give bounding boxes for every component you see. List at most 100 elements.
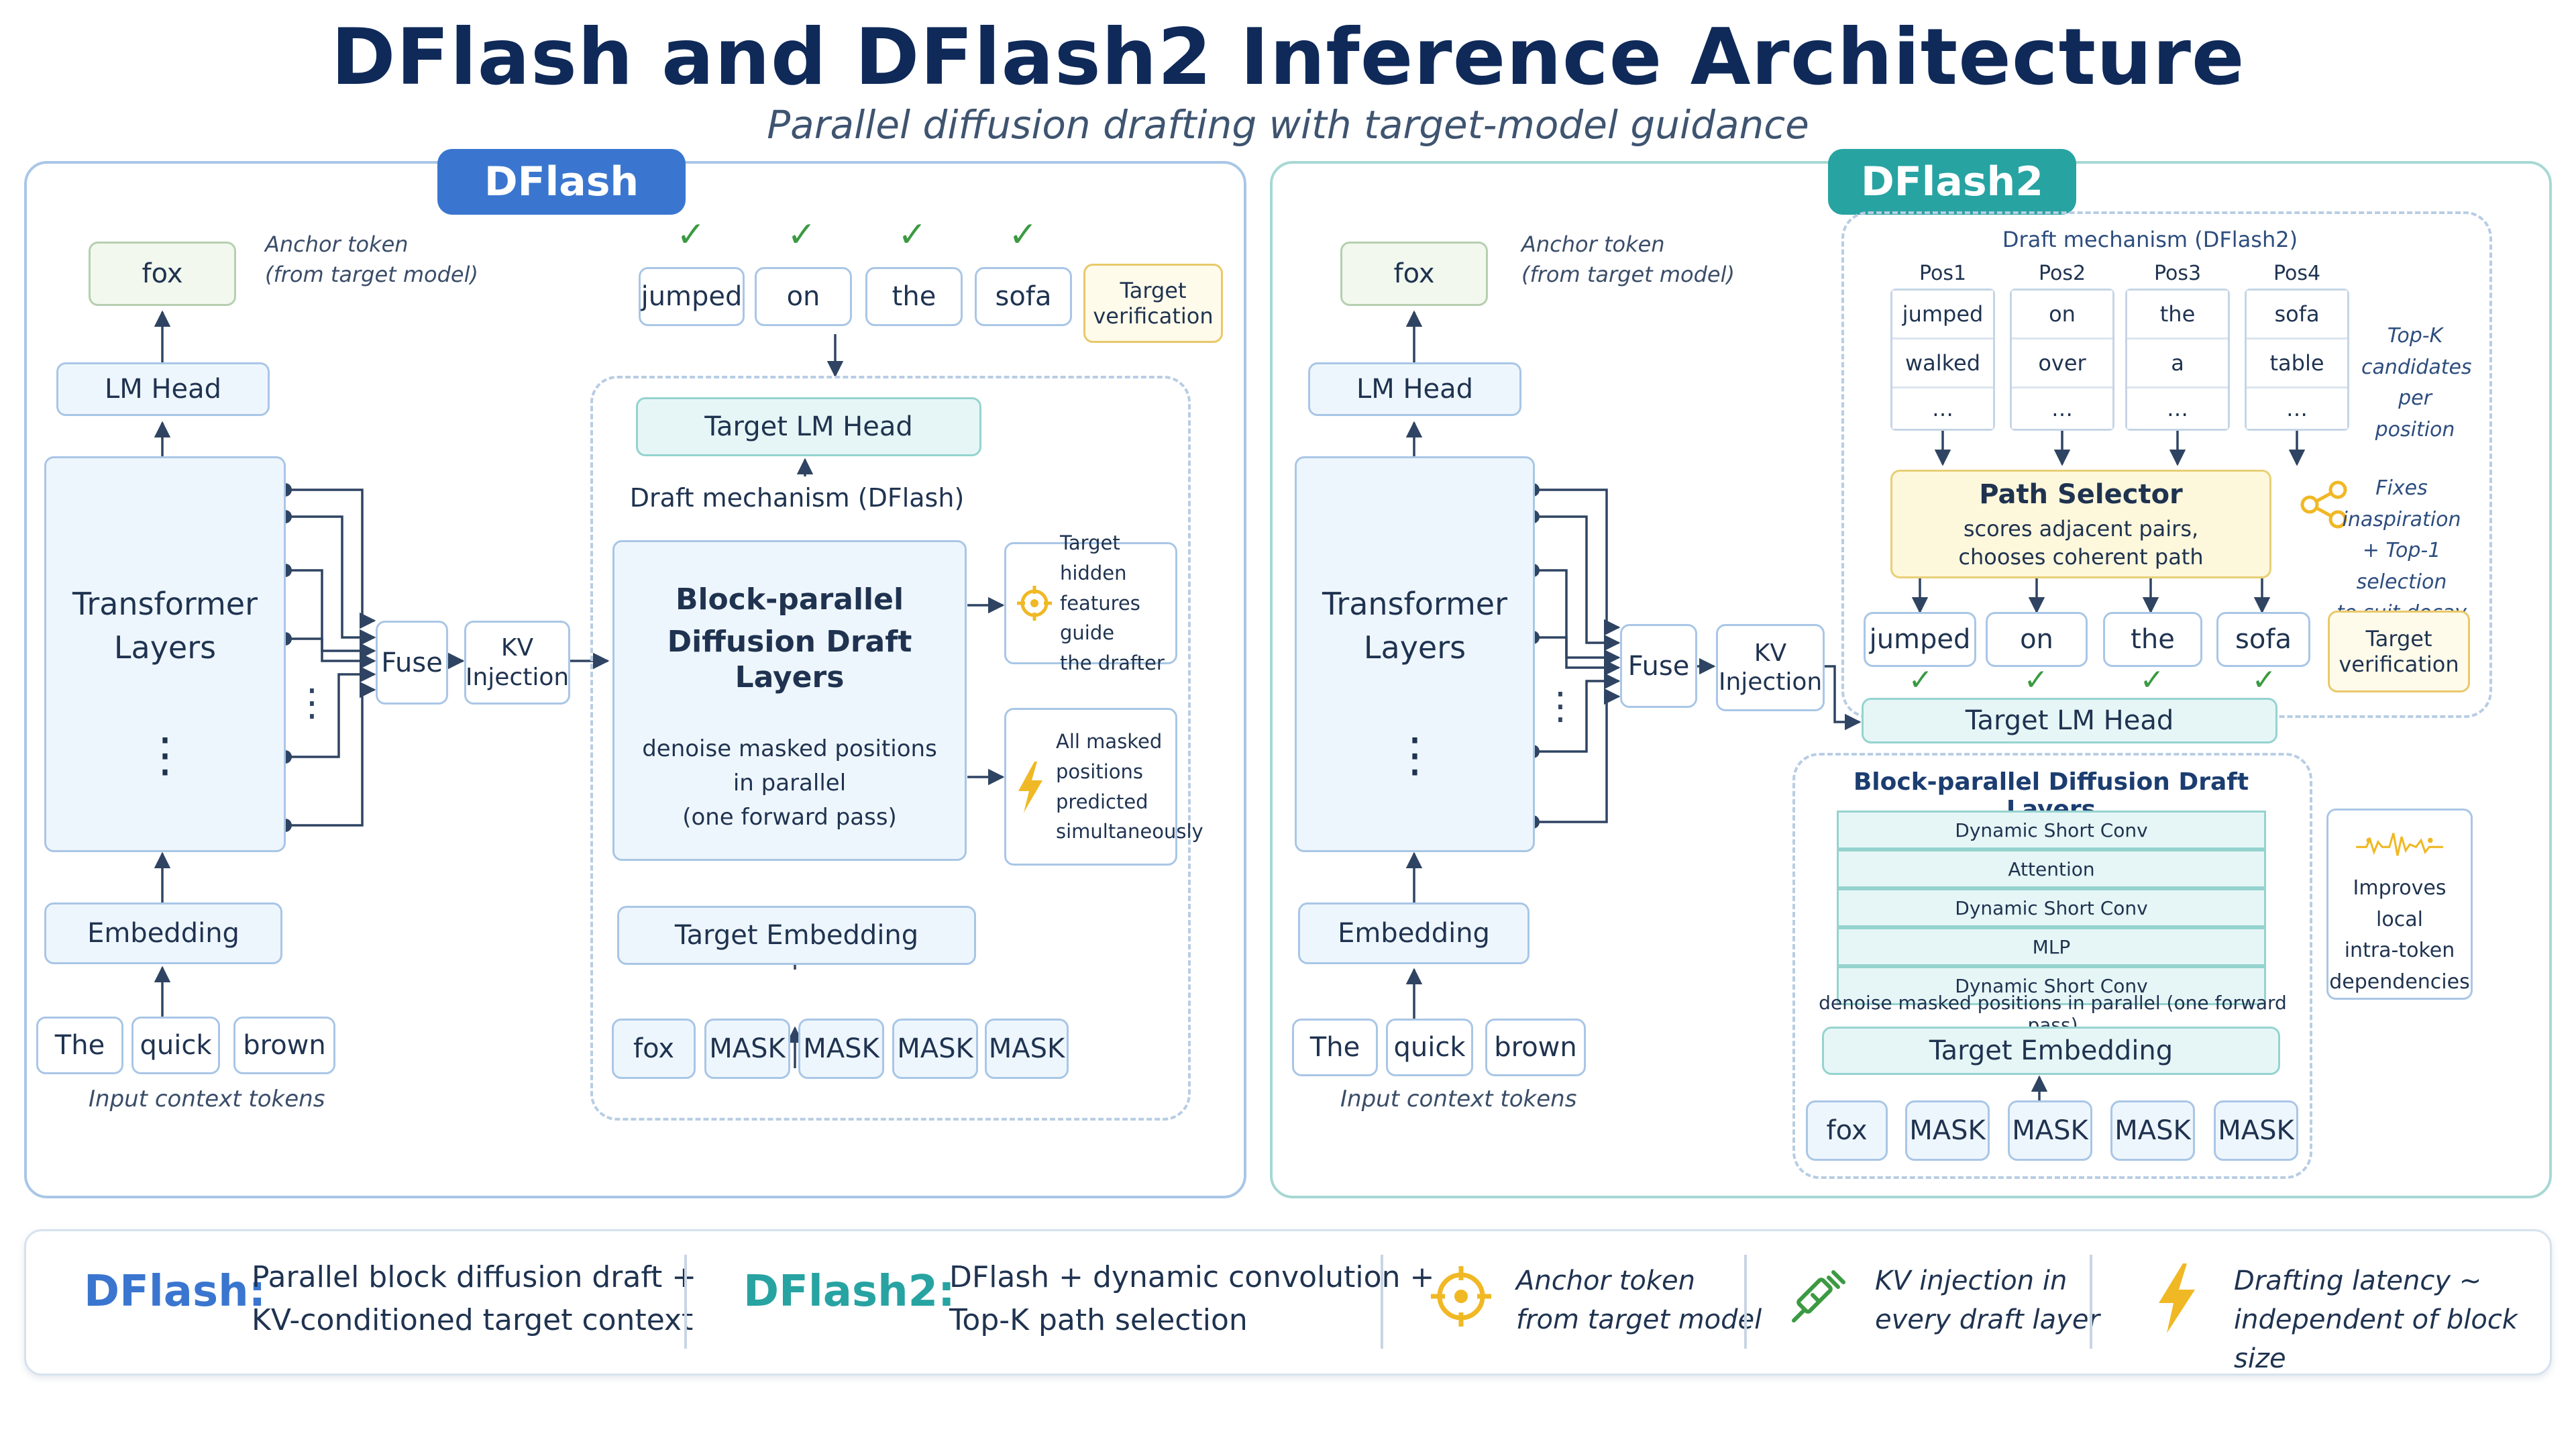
dflash2-candidate-column: on over …	[2010, 289, 2114, 431]
dflash-block-title-line2: Diffusion Draft Layers	[667, 624, 912, 694]
legend-kv-line2: every draft layer	[1875, 1304, 2100, 1335]
page-title: DFlash and DFlash2 Inference Architectur…	[331, 12, 2245, 103]
dflash2-improves-line: Improves local	[2353, 876, 2447, 931]
dflash-kv-line1: KV	[500, 634, 534, 662]
dflash2-candidate: table	[2247, 340, 2347, 389]
dflash-block-desc-line1: denoise masked positions	[642, 735, 937, 763]
path-icon	[2300, 480, 2347, 529]
dflash2-candidate: on	[2012, 291, 2112, 340]
legend-dflash2-line1: DFlash + dynamic convolution +	[949, 1260, 1435, 1294]
dflash2-kv-injection: KV Injection	[1716, 624, 1825, 711]
legend-dflash-label: DFlash:	[84, 1267, 266, 1316]
dflash2-position-label: Pos2	[2038, 262, 2086, 285]
dflash2-position-label: Pos1	[1919, 262, 1967, 285]
dflash-output-token: the	[865, 267, 963, 326]
dflash2-vdots: ⋮	[1391, 727, 1438, 783]
legend-divider	[684, 1255, 687, 1349]
dflash-target-lm-head: Target LM Head	[636, 397, 981, 456]
dflash2-draft-input: MASK	[2008, 1100, 2092, 1161]
dflash-draft-input: MASK	[985, 1019, 1069, 1079]
dflash2-tv-line1: Target	[2365, 625, 2432, 652]
lightning-icon	[2159, 1263, 2195, 1333]
dflash2-check: ✓	[1908, 663, 1933, 697]
dflash2-target-lm-head: Target LM Head	[1862, 698, 2277, 743]
dflash2-input-token: The	[1292, 1019, 1378, 1076]
dflash2-anchor-note-line1: Anchor token	[1521, 231, 1665, 257]
dflash-transformer-line2: Layers	[113, 629, 217, 666]
dflash2-candidate: …	[2127, 389, 2228, 429]
dflash-anchor-note: Anchor token (from target model)	[265, 229, 480, 290]
dflash2-candidate-column: the a …	[2125, 289, 2230, 431]
dflash-lm-head: LM Head	[56, 362, 270, 416]
dflash2-output-token: sofa	[2216, 612, 2310, 667]
dflash2-path-selector-line2: chooses coherent path	[1958, 544, 2204, 570]
dflash2-candidate: the	[2127, 291, 2228, 340]
dflash-block-parallel-layers: Block-parallel Diffusion Draft Layers de…	[612, 540, 967, 861]
dflash-anchor-note-line2: (from target model)	[265, 261, 478, 287]
dflash2-output-token: the	[2103, 612, 2202, 667]
dflash-input-token: quick	[131, 1017, 220, 1074]
dflash2-path-selector-line1: scores adjacent pairs,	[1963, 515, 2199, 541]
dflash2-position-label: Pos3	[2153, 262, 2202, 285]
dflash-input-token: The	[36, 1017, 123, 1074]
dflash2-tv-line2: verification	[2339, 652, 2459, 677]
dflash-fuse: Fuse	[376, 621, 448, 705]
dflash2-layer: Dynamic Short Conv	[1837, 966, 2266, 1005]
dflash-draft-input: MASK	[704, 1019, 790, 1079]
dflash2-position-label: Pos4	[2273, 262, 2321, 285]
dflash2-embedding: Embedding	[1298, 902, 1529, 964]
legend-divider	[1381, 1255, 1383, 1349]
legend-dflash2-label: DFlash2:	[743, 1267, 955, 1316]
dflash-tag: DFlash	[437, 149, 686, 215]
dflash2-improves-line: dependencies	[2329, 970, 2470, 994]
dflash2-draft-input: MASK	[2214, 1100, 2298, 1161]
dflash2-target-embedding: Target Embedding	[1822, 1027, 2280, 1075]
dflash2-topk-line: candidates	[2361, 355, 2472, 379]
dflash-side-dots: ⋮	[293, 681, 331, 725]
dflash-callout1-line: the drafter	[1060, 652, 1165, 675]
dflash2-fixes-line: + Top-1 selection	[2356, 539, 2447, 594]
dflash-block-desc-line2: in parallel	[733, 770, 847, 797]
dflash-kv-injection: KV Injection	[464, 621, 570, 705]
dflash2-path-selector: Path Selector scores adjacent pairs, cho…	[1890, 470, 2271, 578]
dflash2-transformer-layers: Transformer Layers ⋮	[1295, 456, 1535, 852]
dflash2-fixes-note: Fixes inaspiration + Top-1 selection to …	[2324, 473, 2479, 629]
dflash2-output-token: on	[1986, 612, 2088, 667]
dflash2-check: ✓	[2251, 663, 2277, 697]
dflash-output-token: jumped	[639, 267, 745, 326]
dflash-callout2-line: All masked	[1056, 729, 1163, 753]
dflash2-input-token: quick	[1386, 1019, 1473, 1076]
dflash2-output-token: jumped	[1864, 612, 1976, 667]
dflash-input-token: brown	[233, 1017, 335, 1074]
dflash2-fixes-line: inaspiration	[2342, 507, 2461, 531]
dflash2-topk-line: Top-K	[2387, 324, 2443, 348]
legend-anchor-line2: from target model	[1516, 1304, 1762, 1335]
dflash-draft-input: fox	[612, 1019, 696, 1079]
legend-dflash2-line2: Top-K path selection	[949, 1302, 1248, 1337]
dflash-input-caption: Input context tokens	[89, 1086, 325, 1112]
dflash2-layer: MLP	[1837, 927, 2266, 966]
dflash2-anchor-token: fox	[1340, 242, 1488, 306]
dflash2-candidate: jumped	[1892, 291, 1993, 340]
dflash2-check: ✓	[2023, 663, 2049, 697]
dflash2-layer: Dynamic Short Conv	[1837, 811, 2266, 849]
dflash2-path-selector-title: Path Selector	[1979, 478, 2183, 510]
legend-latency-line1: Drafting latency ~	[2234, 1265, 2482, 1296]
dflash2-anchor-note-line2: (from target model)	[1521, 261, 1735, 287]
dflash2-kv-line1: KV	[1754, 639, 1787, 667]
dflash-target-embedding: Target Embedding	[617, 906, 976, 965]
legend-anchor-desc: Anchor token from target model	[1516, 1261, 1762, 1339]
dflash-vdots: ⋮	[142, 727, 189, 783]
dflash-output-token: on	[755, 267, 852, 326]
dflash-callout2-line: simultaneously	[1056, 820, 1203, 843]
legend-kv-desc: KV injection in every draft layer	[1875, 1261, 2100, 1339]
legend-dflash-desc: Parallel block diffusion draft + KV-cond…	[252, 1256, 696, 1342]
dflash-target-verification: Target verification	[1083, 264, 1223, 343]
dflash-draft-mechanism-label: Draft mechanism (DFlash)	[629, 483, 965, 513]
dflash2-layer: Attention	[1837, 849, 2266, 888]
dflash2-topk-note: Top-K candidates per position	[2361, 321, 2472, 446]
dflash-callout-hidden-features: Target hidden features guide the drafter	[1004, 531, 1177, 674]
dflash2-transformer-line1: Transformer	[1322, 586, 1508, 622]
dflash2-draft-mechanism-label: Draft mechanism (DFlash2)	[2002, 227, 2298, 252]
legend-latency-desc: Drafting latency ~ independent of block …	[2234, 1261, 2576, 1378]
